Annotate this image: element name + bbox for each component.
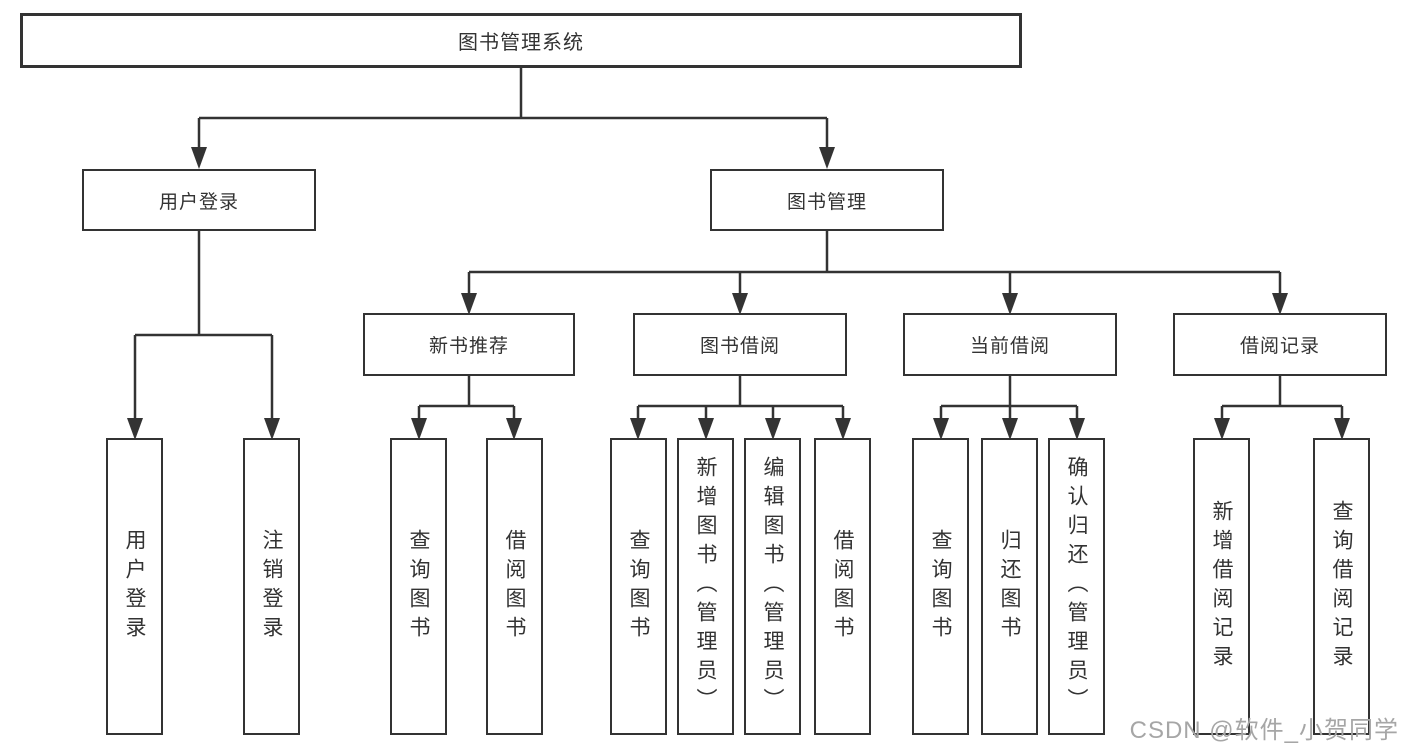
arrowheads (127, 147, 1350, 440)
arrow-down-icon (1069, 418, 1085, 440)
connector-root-to-level2 (197, 68, 829, 152)
arrow-down-icon (765, 418, 781, 440)
arrow-down-icon (506, 418, 522, 440)
node-book-management-label: 图书管理 (786, 191, 867, 213)
leaf-label: 注销登录 (260, 528, 283, 645)
node-logout: 注销登录 (243, 438, 300, 735)
node-book-management: 图书管理 (710, 169, 944, 231)
leaf-label: 新增图书（管理员） (694, 456, 717, 717)
node-root-label: 图书管理系统 (458, 32, 584, 54)
node-root: 图书管理系统 (20, 13, 1022, 68)
leaf-label: 新增借阅记录 (1210, 499, 1233, 674)
node-book-borrowing: 图书借阅 (633, 313, 847, 376)
node-add-borrow-record: 新增借阅记录 (1193, 438, 1250, 735)
node-return-books: 归还图书 (981, 438, 1038, 735)
node-borrowing-records-label: 借阅记录 (1239, 336, 1320, 357)
arrow-down-icon (1002, 418, 1018, 440)
node-borrow-books-recommend: 借阅图书 (486, 438, 543, 735)
arrow-down-icon (191, 147, 207, 169)
node-query-books-recommend: 查询图书 (390, 438, 447, 735)
node-user-login-leaf: 用户登录 (106, 438, 163, 735)
leaf-label: 借阅图书 (503, 528, 526, 645)
node-query-books-borrowing: 查询图书 (610, 438, 667, 735)
node-confirm-return-admin: 确认归还（管理员） (1048, 438, 1105, 735)
leaf-label: 查询图书 (627, 528, 650, 645)
arrow-down-icon (732, 293, 748, 315)
connector-new-book-recommend-to-children (417, 376, 516, 423)
node-book-borrowing-label: 图书借阅 (699, 336, 780, 357)
arrow-down-icon (1272, 293, 1288, 315)
leaf-label: 编辑图书（管理员） (761, 456, 784, 717)
watermark-text: CSDN @软件_小贺同学 (1129, 717, 1399, 744)
connector-borrowing-records-to-children (1220, 376, 1344, 423)
connector-book-management-to-level3 (467, 231, 1282, 298)
arrow-down-icon (411, 418, 427, 440)
connector-current-borrowing-to-children (939, 376, 1079, 423)
arrow-down-icon (1334, 418, 1350, 440)
arrow-down-icon (933, 418, 949, 440)
leaf-label: 查询借阅记录 (1330, 499, 1353, 674)
node-new-book-recommendation: 新书推荐 (363, 313, 575, 376)
arrow-down-icon (630, 418, 646, 440)
node-new-book-recommendation-label: 新书推荐 (428, 336, 509, 357)
arrow-down-icon (127, 418, 143, 440)
arrow-down-icon (264, 418, 280, 440)
node-current-borrowing: 当前借阅 (903, 313, 1117, 376)
leaf-label: 归还图书 (998, 528, 1021, 645)
node-query-books-current: 查询图书 (912, 438, 969, 735)
arrow-down-icon (1002, 293, 1018, 315)
arrow-down-icon (819, 147, 835, 169)
node-borrow-books-borrowing: 借阅图书 (814, 438, 871, 735)
node-edit-book-admin: 编辑图书（管理员） (744, 438, 801, 735)
leaf-label: 借阅图书 (831, 528, 854, 645)
node-user-login: 用户登录 (82, 169, 316, 231)
node-query-borrow-record: 查询借阅记录 (1313, 438, 1370, 735)
leaf-label: 查询图书 (407, 528, 430, 645)
connector-user-login-to-children (133, 231, 274, 423)
arrow-down-icon (461, 293, 477, 315)
node-user-login-label: 用户登录 (158, 191, 239, 213)
node-add-book-admin: 新增图书（管理员） (677, 438, 734, 735)
leaf-label: 用户登录 (123, 528, 146, 645)
leaf-label: 查询图书 (929, 528, 952, 645)
node-borrowing-records: 借阅记录 (1173, 313, 1387, 376)
arrow-down-icon (1214, 418, 1230, 440)
node-current-borrowing-label: 当前借阅 (969, 336, 1050, 357)
arrow-down-icon (698, 418, 714, 440)
connector-book-borrowing-to-children (636, 376, 845, 423)
leaf-label: 确认归还（管理员） (1065, 456, 1088, 717)
arrow-down-icon (835, 418, 851, 440)
